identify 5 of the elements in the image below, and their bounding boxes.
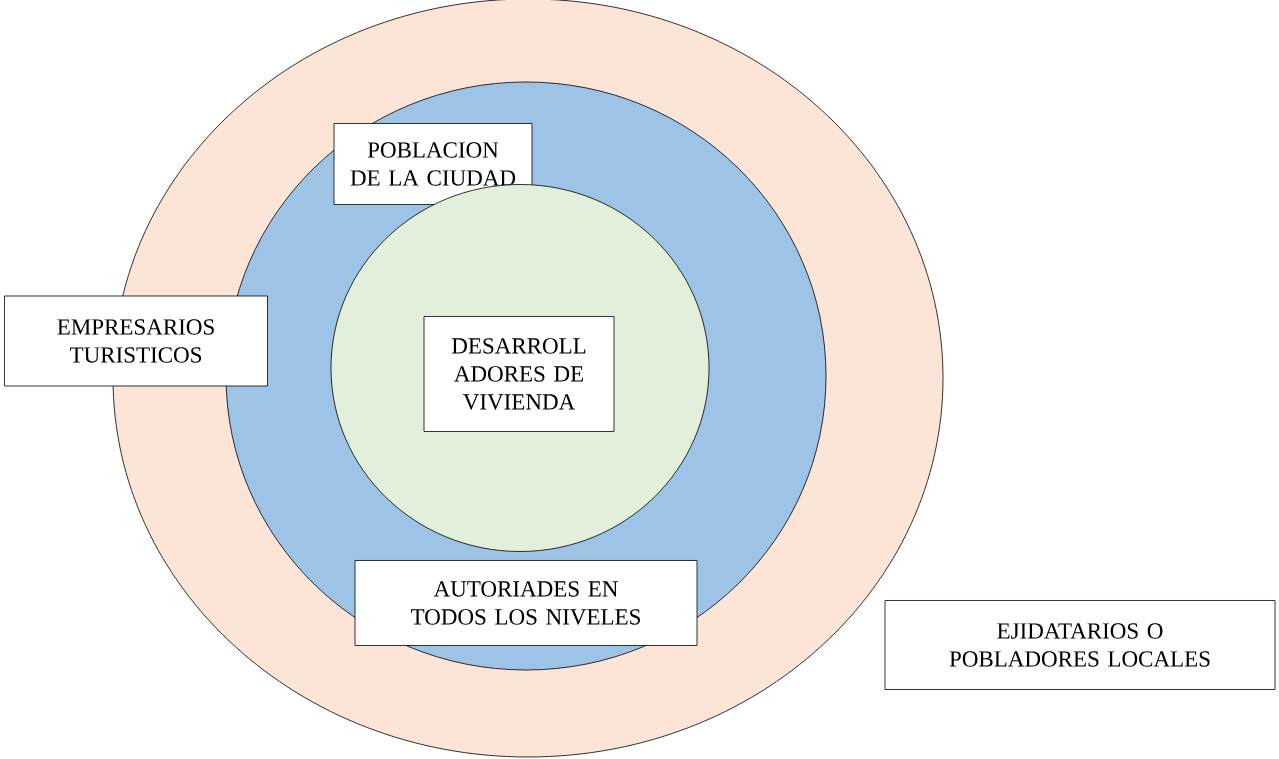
text-box: EMPRESARIOS TURISTICOS <box>4 295 268 387</box>
text-box: POBLACION DE LA CIUDAD <box>333 123 533 205</box>
text-box: AUTORIADES EN TODOS LOS NIVELES <box>354 560 698 646</box>
text-box: EJIDATARIOS O POBLADORES LOCALES <box>884 600 1276 690</box>
text-box: DESARROLL ADORES DE VIVIENDA <box>423 316 615 432</box>
